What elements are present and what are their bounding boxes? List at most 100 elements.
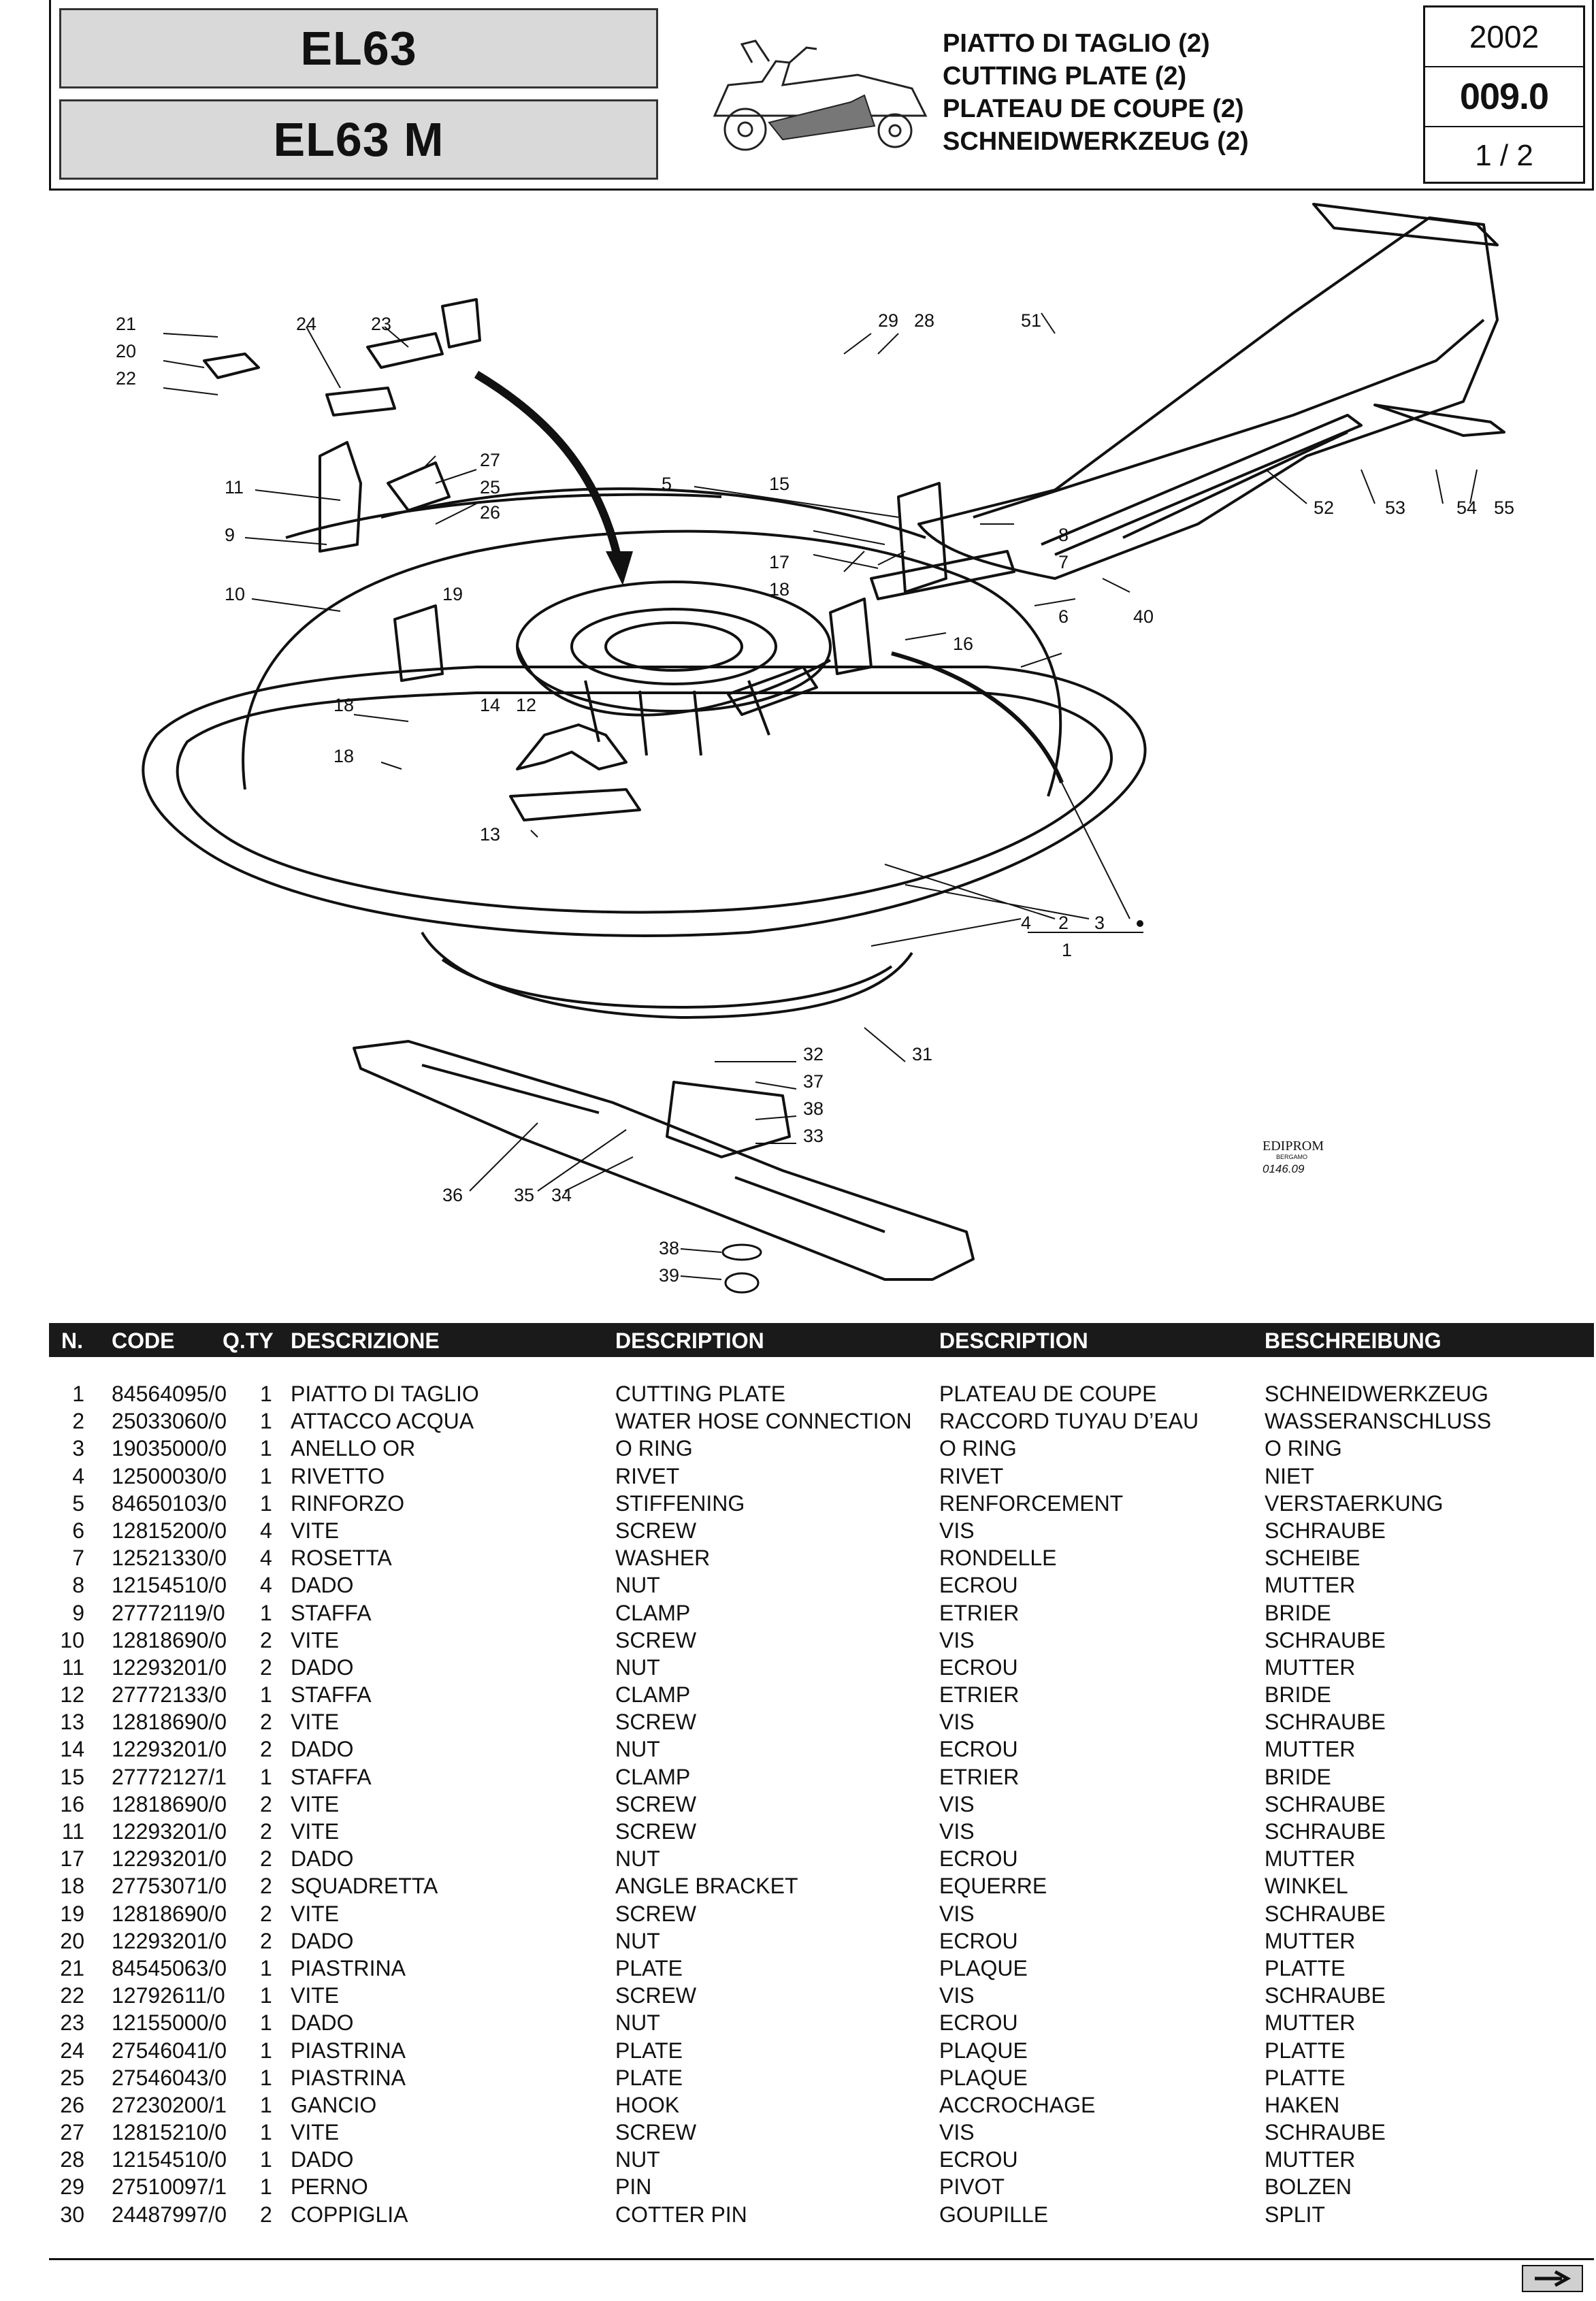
desc-it: RINFORZO bbox=[291, 1490, 405, 1516]
part-code: 84650103/0 bbox=[112, 1490, 227, 1516]
part-number: 8 bbox=[72, 1573, 84, 1598]
desc-de: O RING bbox=[1265, 1436, 1342, 1461]
part-number: 29 bbox=[60, 2174, 84, 2200]
model-title-el63m: EL63 M bbox=[59, 99, 658, 180]
desc-fr: RACCORD TUYAU D’EAU bbox=[939, 1409, 1199, 1434]
desc-de: BRIDE bbox=[1265, 1764, 1331, 1789]
callout-40: 40 bbox=[1133, 606, 1154, 627]
callout-29: 28 bbox=[914, 310, 934, 331]
desc-de: SCHRAUBE bbox=[1265, 1983, 1386, 2008]
callout-14: 14 bbox=[480, 695, 500, 715]
col-descrizione: DESCRIZIONE bbox=[291, 1328, 440, 1353]
callout-30: 29 bbox=[878, 310, 898, 331]
part-code: 27772119/0 bbox=[112, 1600, 225, 1625]
part-number: 13 bbox=[60, 1710, 84, 1735]
part-qty: 1 bbox=[260, 1436, 272, 1461]
desc-de: PLATTE bbox=[1265, 2065, 1346, 2090]
table-code: 009.0 bbox=[1425, 67, 1583, 127]
next-page-button[interactable] bbox=[1522, 2265, 1583, 2292]
desc-it: PIASTRINA bbox=[291, 2065, 406, 2090]
desc-de: SCHRAUBE bbox=[1265, 1791, 1386, 1816]
callout-34: 34 bbox=[551, 1185, 572, 1205]
desc-de: SCHRAUBE bbox=[1265, 2120, 1386, 2145]
desc-de: MUTTER bbox=[1265, 1846, 1356, 1872]
desc-en: NUT bbox=[615, 2010, 660, 2036]
desc-de: MUTTER bbox=[1265, 1737, 1356, 1762]
callout-33: 33 bbox=[803, 1126, 824, 1146]
part-code: 12293201/0 bbox=[112, 1928, 227, 1953]
callout-1: 1 bbox=[1062, 940, 1072, 960]
part-qty: 2 bbox=[260, 1791, 272, 1816]
callout-9: 9 bbox=[225, 525, 235, 545]
callout-27: 26 bbox=[480, 502, 500, 523]
part-number: 5 bbox=[72, 1490, 84, 1516]
desc-it: STAFFA bbox=[291, 1600, 372, 1625]
part-qty: 1 bbox=[260, 1955, 272, 1980]
desc-de: WINKEL bbox=[1265, 1874, 1348, 1899]
part-number: 11 bbox=[61, 1654, 84, 1680]
desc-en: SCREW bbox=[615, 1791, 697, 1816]
part-code: 12818690/0 bbox=[112, 1627, 227, 1652]
part-qty: 1 bbox=[260, 1490, 272, 1516]
desc-en: O RING bbox=[615, 1436, 693, 1461]
desc-de: PLATTE bbox=[1265, 2038, 1346, 2063]
bottom-divider bbox=[49, 2258, 1594, 2260]
callout-8: 8 bbox=[1058, 525, 1069, 545]
part-number: 14 bbox=[60, 1737, 84, 1762]
callout-38-bottom: 38 bbox=[659, 1238, 679, 1258]
section-titles: PIATTO DI TAGLIO (2) CUTTING PLATE (2) P… bbox=[943, 27, 1249, 158]
desc-fr: VIS bbox=[939, 1518, 975, 1543]
callout-2: 2 bbox=[1058, 913, 1069, 933]
desc-de: MUTTER bbox=[1265, 2010, 1356, 2036]
part-code: 12815200/0 bbox=[112, 1518, 227, 1543]
desc-it: DADO bbox=[291, 1654, 354, 1680]
desc-en: SCREW bbox=[615, 2120, 697, 2145]
model-title-el63: EL63 bbox=[59, 8, 658, 88]
part-qty: 1 bbox=[260, 2065, 272, 2090]
callout-4: 4 bbox=[1021, 913, 1031, 933]
part-qty: 4 bbox=[260, 1518, 272, 1543]
part-qty: 1 bbox=[260, 1600, 272, 1625]
desc-en: STIFFENING bbox=[615, 1490, 745, 1516]
part-code: 27546041/0 bbox=[112, 2038, 227, 2063]
deck-rim bbox=[142, 666, 1147, 937]
part-qty: 2 bbox=[260, 1737, 272, 1762]
desc-it: PERNO bbox=[291, 2174, 368, 2200]
desc-en: CLAMP bbox=[615, 1682, 691, 1708]
desc-it: DADO bbox=[291, 2147, 354, 2172]
desc-fr: RIVET bbox=[939, 1463, 1004, 1488]
desc-fr: ECROU bbox=[939, 1928, 1018, 1953]
part-number: 10 bbox=[60, 1627, 84, 1652]
desc-fr: ETRIER bbox=[939, 1764, 1020, 1789]
desc-it: ROSETTA bbox=[291, 1546, 392, 1571]
part-qty: 1 bbox=[260, 2174, 272, 2200]
desc-de: SCHRAUBE bbox=[1265, 1901, 1386, 1926]
callout-28: 27 bbox=[480, 450, 500, 470]
title-it: PIATTO DI TAGLIO (2) bbox=[943, 29, 1210, 58]
desc-en: WASHER bbox=[615, 1546, 711, 1571]
deck-dome bbox=[242, 529, 1062, 797]
desc-it: PIASTRINA bbox=[291, 1955, 406, 1980]
callout-12: 12 bbox=[516, 695, 536, 715]
desc-en: SCREW bbox=[615, 1627, 697, 1652]
part-number: 16 bbox=[60, 1791, 84, 1816]
desc-de: SCHEIBE bbox=[1265, 1546, 1361, 1571]
desc-fr: ETRIER bbox=[939, 1600, 1020, 1625]
desc-fr: VIS bbox=[939, 1791, 975, 1816]
part-code: 27772127/1 bbox=[112, 1764, 227, 1789]
page-header: EL63 EL63 M PIATTO DI TAGLIO (2) CUTTING… bbox=[49, 0, 1594, 191]
part-number: 15 bbox=[60, 1764, 84, 1789]
callout-51: 51 bbox=[1021, 310, 1041, 331]
part-number: 6 bbox=[72, 1518, 84, 1543]
title-de: SCHNEIDWERKZEUG (2) bbox=[943, 127, 1249, 156]
